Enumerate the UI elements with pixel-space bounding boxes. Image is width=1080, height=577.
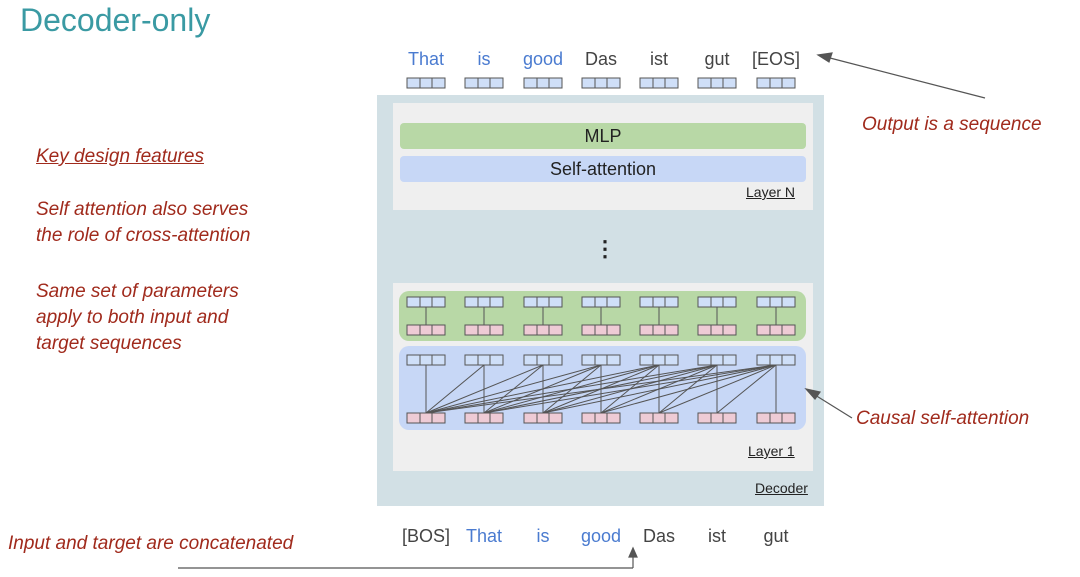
output-token: Das: [584, 49, 617, 69]
mlp-input-vector: [756, 324, 796, 336]
token-vectors: [406, 77, 796, 424]
self-attention-bar: Self-attention: [400, 156, 806, 182]
attention-input-vector: [639, 412, 679, 424]
ellipsis-icon: ⋮: [594, 236, 616, 261]
note-line: the role of cross-attention: [36, 225, 251, 246]
mlp-input-vector: [697, 324, 737, 336]
input-token: Das: [642, 526, 675, 546]
decoder-label: Decoder: [755, 480, 808, 496]
output-vector: [639, 77, 679, 89]
mlp-input-vector: [639, 324, 679, 336]
input-token: That: [465, 526, 503, 546]
note-line: apply to both input and: [36, 307, 229, 328]
output-arrow-line: [829, 57, 986, 99]
attention-connections: [425, 307, 777, 414]
output-vector: [406, 77, 446, 89]
output-vector: [523, 77, 563, 89]
mlp-output-vector: [523, 296, 563, 308]
note-line: Self attention also serves: [36, 199, 249, 220]
causal-attention-line: [425, 364, 544, 414]
causal-attention-line: [600, 364, 777, 414]
attention-output-vector: [639, 354, 679, 366]
input-token: good: [580, 526, 622, 546]
mlp-bar: MLP: [400, 123, 806, 149]
layer-1-label: Layer 1: [748, 443, 795, 459]
output-token: [EOS]: [751, 49, 800, 69]
mlp-input-vector: [406, 324, 446, 336]
mlp-input-vector: [581, 324, 621, 336]
output-token: good: [522, 49, 564, 69]
attention-input-vector: [581, 412, 621, 424]
output-arrowhead: [816, 52, 833, 63]
output-vector: [697, 77, 737, 89]
note-self-attention: Self attention also serves the role of c…: [36, 197, 250, 249]
output-token: ist: [650, 49, 668, 69]
output-vector: [756, 77, 796, 89]
causal-attention-line: [425, 364, 485, 414]
page-title: Decoder-only: [20, 2, 211, 38]
attention-input-vector: [697, 412, 737, 424]
attention-output-vector: [756, 354, 796, 366]
output-vector: [464, 77, 504, 89]
note-concatenated: Input and target are concatenated: [8, 533, 294, 554]
mlp-input-vector: [523, 324, 563, 336]
mlp-output-vector: [581, 296, 621, 308]
causal-attention-line: [425, 364, 660, 414]
input-token: ist: [708, 526, 726, 546]
input-token: is: [536, 526, 550, 546]
attention-input-vector: [523, 412, 563, 424]
causal-attention-line: [542, 364, 777, 414]
note-output-sequence: Output is a sequence: [862, 114, 1042, 135]
output-token: gut: [704, 49, 730, 69]
mlp-output-vector: [406, 296, 446, 308]
causal-arrow-line: [814, 394, 853, 419]
note-causal-attention: Causal self-attention: [856, 408, 1030, 429]
input-token: [BOS]: [401, 526, 450, 546]
attention-output-vector: [523, 354, 563, 366]
concat-arrowhead: [628, 546, 638, 558]
attention-output-vector: [464, 354, 504, 366]
attention-output-vector: [581, 354, 621, 366]
mlp-output-vector: [697, 296, 737, 308]
causal-attention-line: [483, 364, 777, 414]
causal-arrowhead: [804, 388, 822, 400]
mlp-output-vector: [756, 296, 796, 308]
attention-input-vector: [406, 412, 446, 424]
note-shared-parameters: Same set of parameters apply to both inp…: [36, 279, 239, 357]
attention-input-vector: [464, 412, 504, 424]
attention-input-vector: [756, 412, 796, 424]
output-vector: [581, 77, 621, 89]
mlp-output-vector: [639, 296, 679, 308]
note-line: target sequences: [36, 333, 182, 354]
note-line: Same set of parameters: [36, 281, 239, 302]
causal-attention-line: [425, 364, 718, 414]
causal-attention-line: [716, 364, 777, 414]
attention-output-vector: [406, 354, 446, 366]
attention-output-vector: [697, 354, 737, 366]
output-token: is: [477, 49, 491, 69]
causal-attention-line: [658, 364, 777, 414]
output-token: That: [407, 49, 445, 69]
input-token: gut: [763, 526, 789, 546]
layer-n-label: Layer N: [746, 184, 796, 200]
key-features-heading: Key design features: [36, 146, 204, 167]
mlp-input-vector: [464, 324, 504, 336]
causal-attention-line: [425, 364, 602, 414]
mlp-output-vector: [464, 296, 504, 308]
causal-attention-line: [425, 364, 777, 414]
